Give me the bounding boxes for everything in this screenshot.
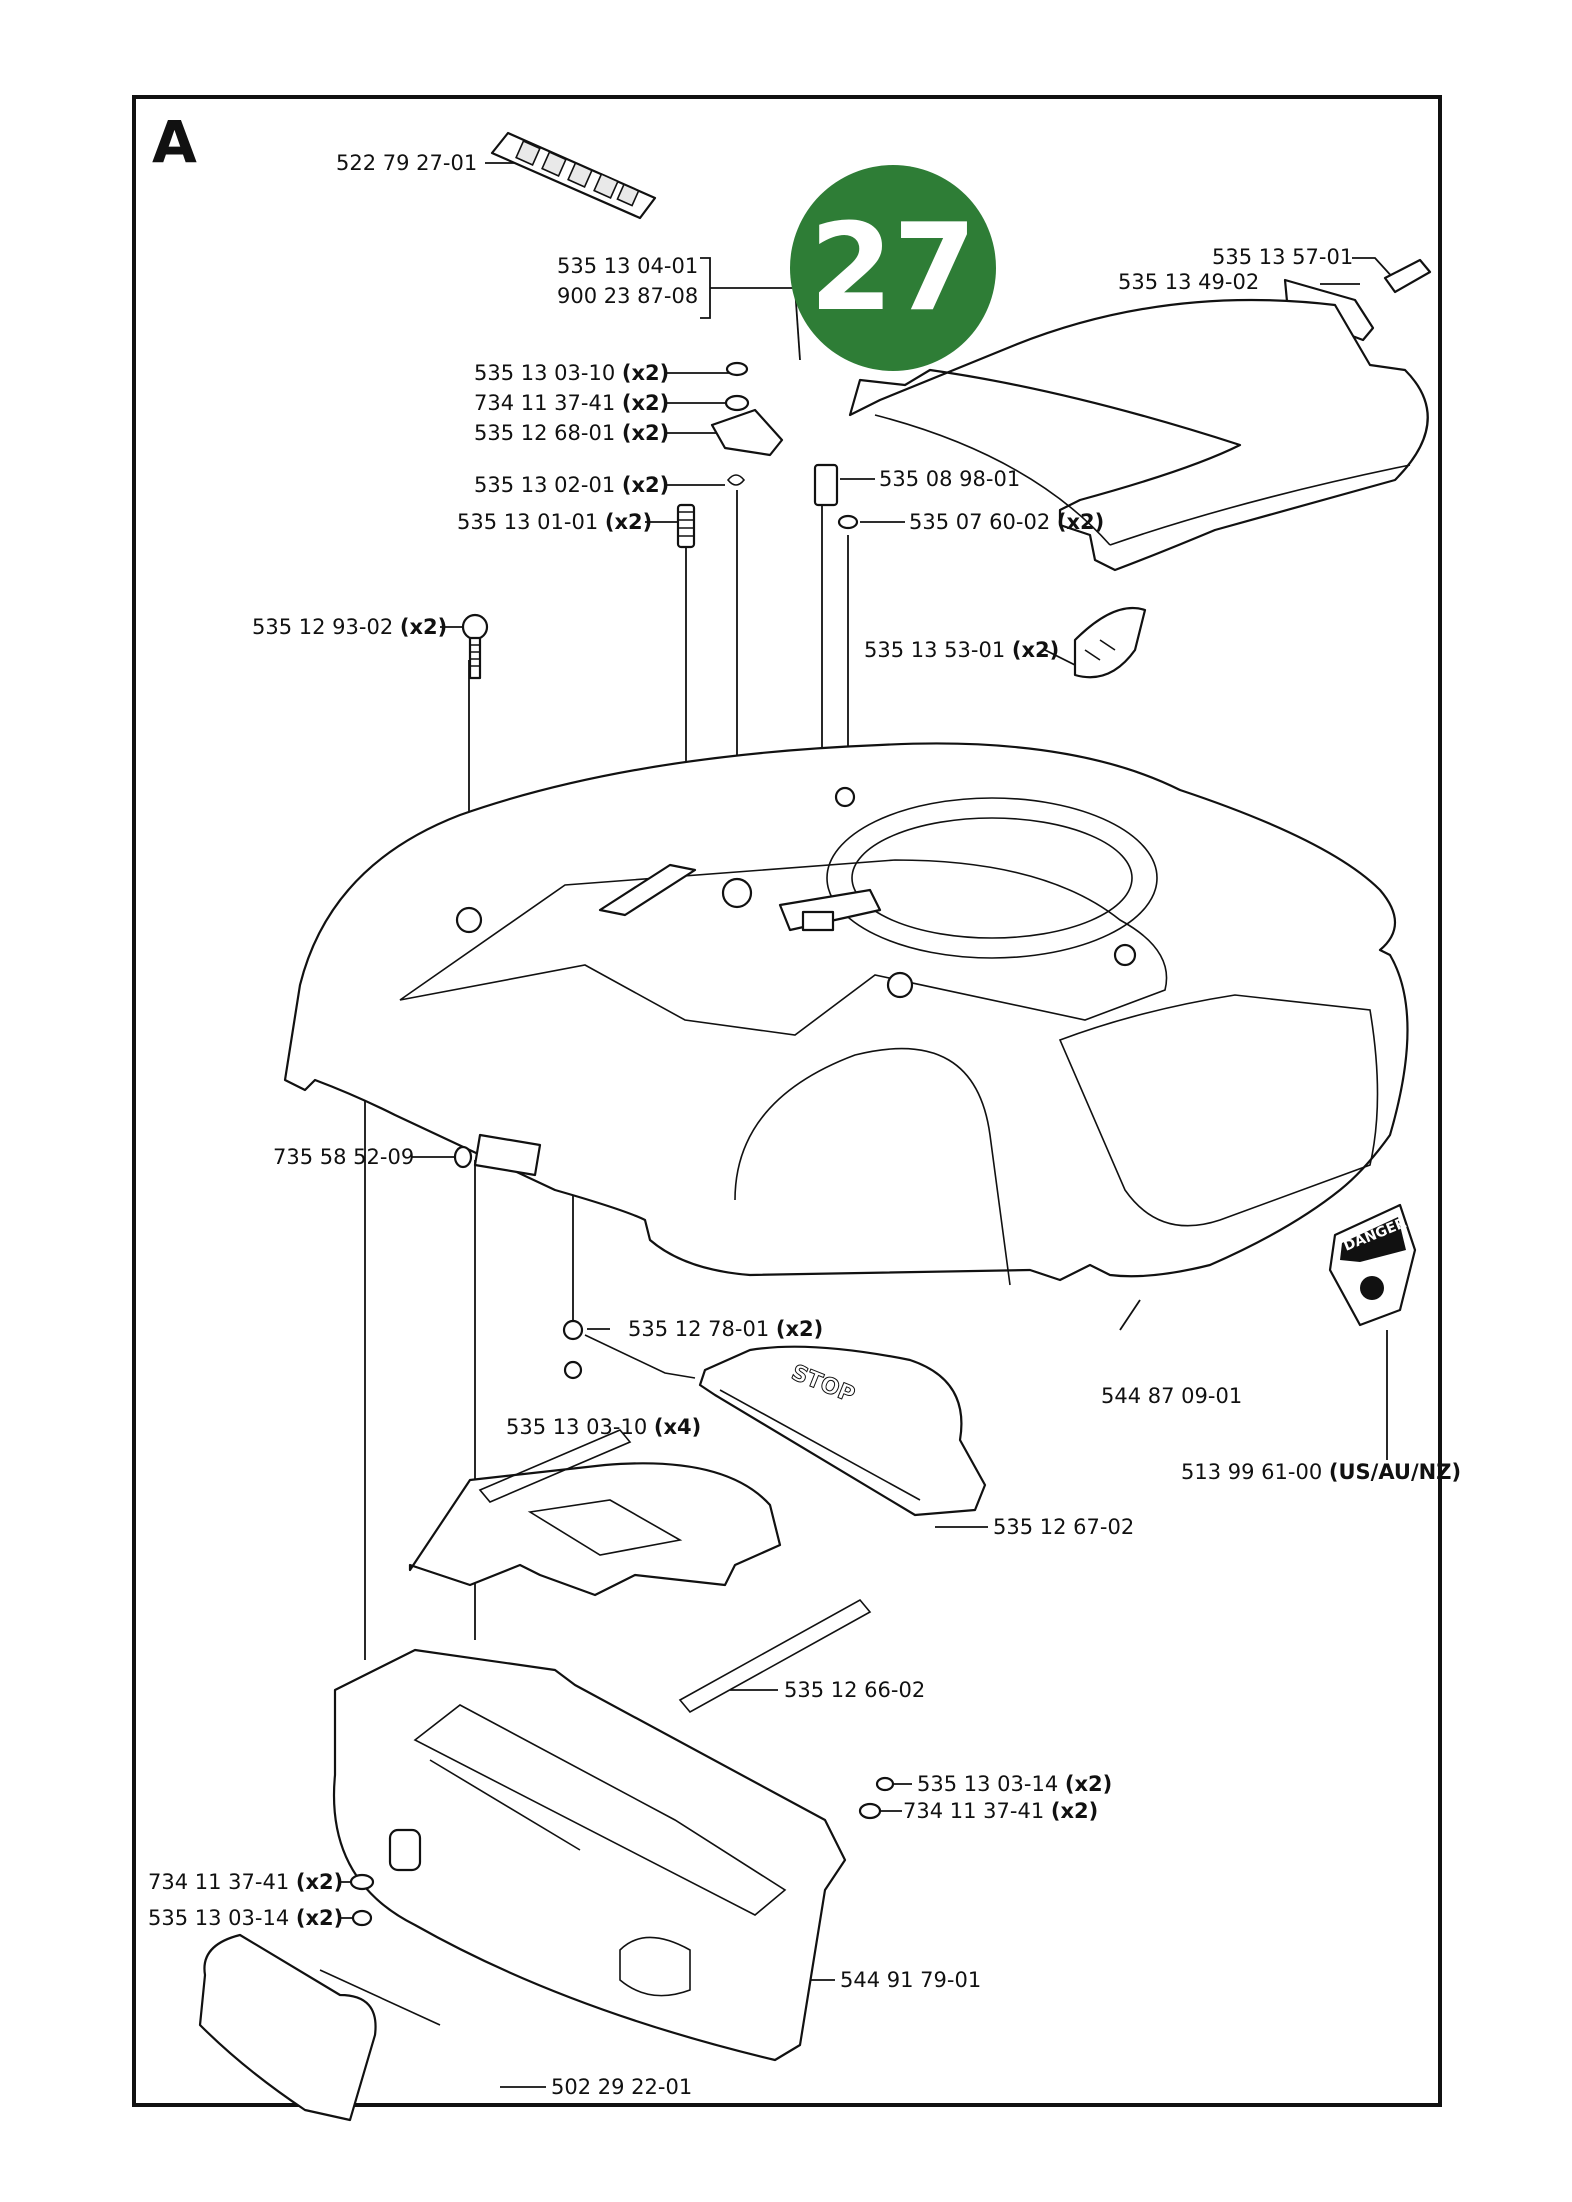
part-callout: 900 23 87-08 — [557, 284, 699, 308]
top-lid — [848, 298, 1429, 572]
part-callout: 535 12 67-02 — [993, 1515, 1135, 1539]
page-number-badge: 27 — [790, 165, 996, 371]
part-callout: 535 13 53-01 (x2) — [864, 638, 1060, 662]
part-callout: 535 13 03-14 (x2) — [148, 1906, 344, 1930]
part-callout: 544 91 79-01 — [840, 1968, 982, 1992]
part-callout: 513 99 61-00 (US/AU/NZ) — [1181, 1460, 1462, 1484]
warning-decal-strip — [490, 131, 657, 220]
part-callout: 535 13 49-02 — [1118, 270, 1260, 294]
fastener-clip — [453, 1133, 542, 1177]
diagram-frame — [132, 95, 1442, 2107]
part-callout: 535 13 57-01 — [1212, 245, 1354, 269]
danger-decal: DANGER — [1328, 1203, 1417, 1327]
part-callout: 544 87 09-01 — [1101, 1384, 1243, 1408]
part-callout: 535 13 02-01 (x2) — [474, 473, 670, 497]
section-letter: A — [152, 108, 197, 176]
part-callout: 522 79 27-01 — [336, 151, 478, 175]
battery-cover — [408, 1429, 872, 1714]
front-bumper — [332, 1648, 847, 2062]
part-callout: 535 12 78-01 (x2) — [628, 1317, 824, 1341]
part-callout: 535 13 04-01 — [557, 254, 699, 278]
part-callout: 535 12 68-01 (x2) — [474, 421, 670, 445]
part-callout: 535 13 01-01 (x2) — [457, 510, 653, 534]
part-callout: 535 13 03-10 (x4) — [506, 1415, 702, 1439]
part-callout: 734 11 37-41 (x2) — [148, 1870, 344, 1894]
part-callout: 535 12 93-02 (x2) — [252, 615, 448, 639]
part-callout: 535 13 03-14 (x2) — [917, 1772, 1113, 1796]
stop-hatch: STOP — [562, 1319, 987, 1517]
part-callout: 735 58 52-09 — [273, 1145, 415, 1169]
part-callout: 734 11 37-41 (x2) — [903, 1799, 1099, 1823]
part-callout: 535 07 60-02 (x2) — [909, 510, 1105, 534]
page-number: 27 — [809, 198, 977, 338]
bottom-handle-bar — [198, 1933, 441, 2122]
part-callout: 535 08 98-01 — [879, 467, 1021, 491]
part-callout: 535 12 66-02 — [784, 1678, 926, 1702]
part-callout: 734 11 37-41 (x2) — [474, 391, 670, 415]
part-callout: 535 13 03-10 (x2) — [474, 361, 670, 385]
small-washers — [349, 1776, 895, 1927]
main-body-shell — [283, 742, 1409, 1286]
part-callout: 502 29 22-01 — [551, 2075, 693, 2099]
